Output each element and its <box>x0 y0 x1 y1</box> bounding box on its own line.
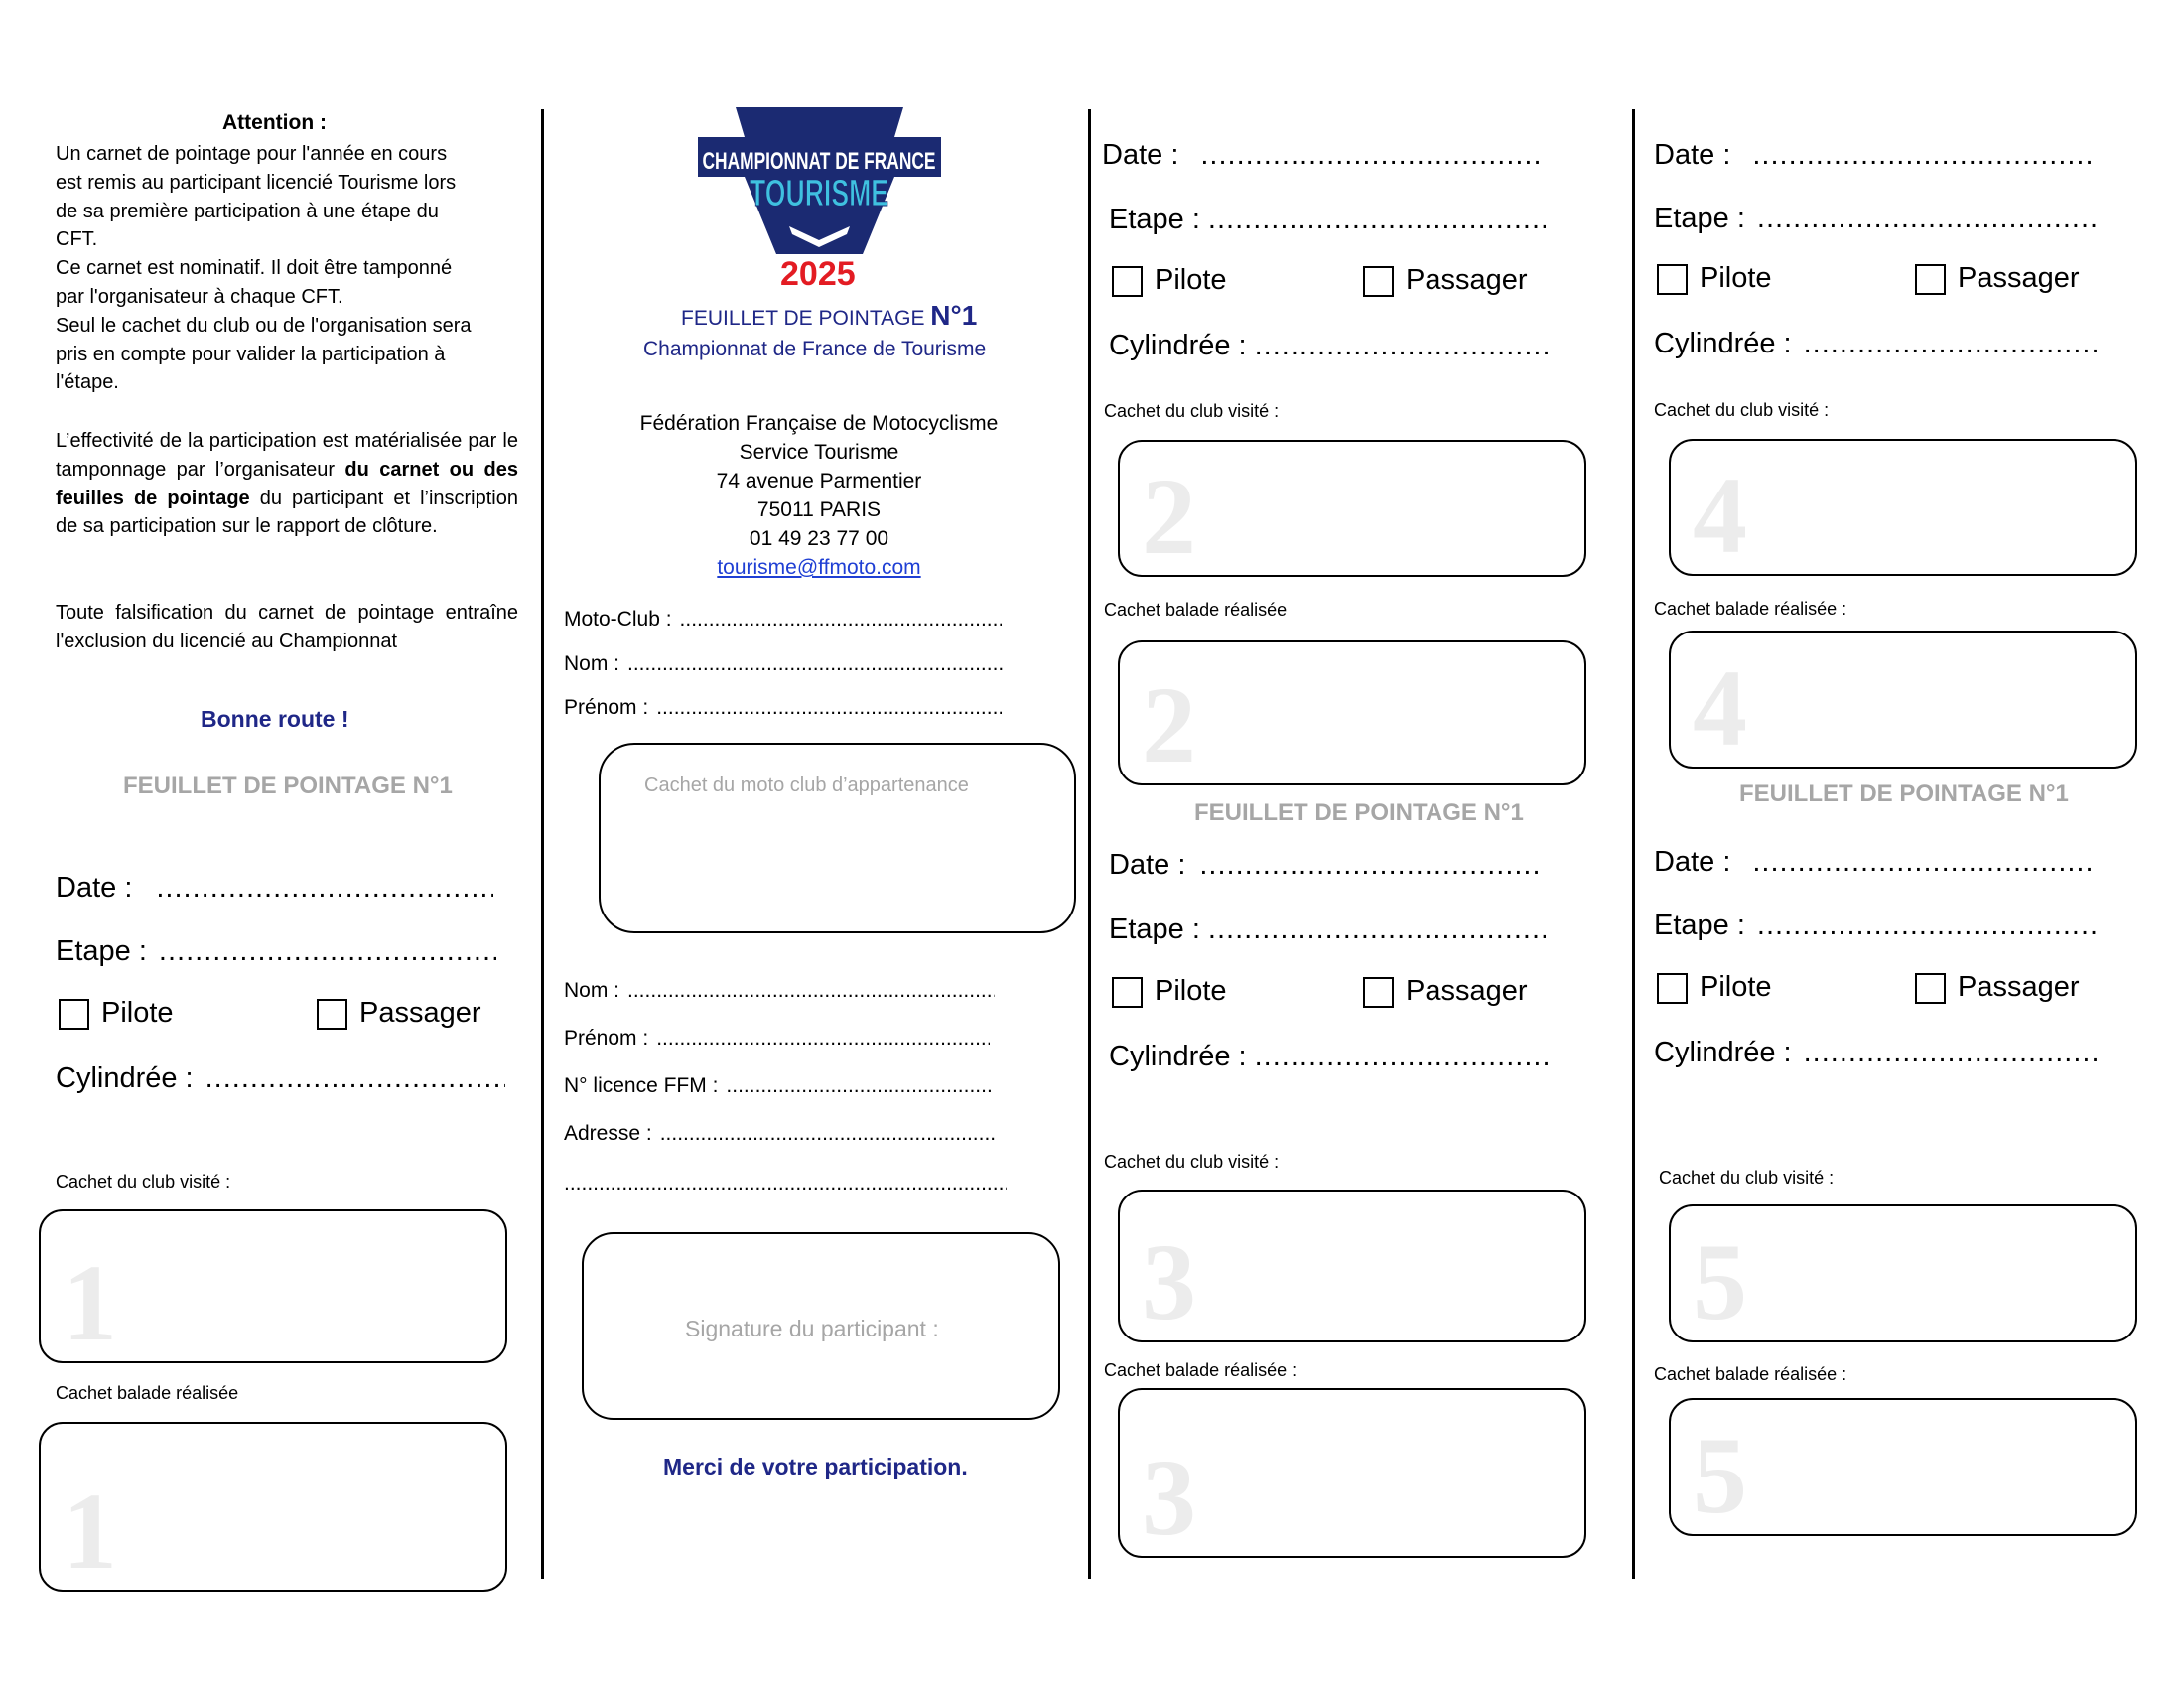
logo-shield-icon: CHAMPIONNAT DE FRANCE TOURISME <box>698 107 941 254</box>
etape-field-5[interactable]: Etape :.................................… <box>1654 910 2099 941</box>
passager-checkbox-4[interactable] <box>1915 264 1946 295</box>
sheet-title-4: FEUILLET DE POINTAGE N°1 <box>1739 780 2069 807</box>
adresse-continuation-line[interactable]: ........................................… <box>564 1172 1007 1195</box>
falsification-text: Toute falsification du carnet de pointag… <box>56 602 518 652</box>
stamp-box-balade-3[interactable]: 3 <box>1118 1388 1586 1558</box>
championnat-logo: CHAMPIONNAT DE FRANCE TOURISME <box>698 107 941 254</box>
passager-checkbox-2[interactable] <box>1363 266 1394 297</box>
bonne-route: Bonne route ! <box>201 706 349 732</box>
sheet-title-2: FEUILLET DE POINTAGE N°1 <box>1194 799 1524 826</box>
date-field-2[interactable]: Date :..................................… <box>1102 139 1543 171</box>
stamp-box-balade-1[interactable]: 1 <box>39 1422 507 1592</box>
pilote-label-2: Pilote <box>1155 264 1227 296</box>
signature-box[interactable]: Signature du participant : <box>582 1232 1060 1420</box>
prenom2-field[interactable]: Prénom :................................… <box>564 1027 990 1050</box>
pilote-label: Pilote <box>101 997 174 1029</box>
cachet-balade-label: Cachet balade réalisée <box>56 1383 239 1403</box>
stamp-box-balade-2[interactable]: 2 <box>1118 640 1586 785</box>
pilote-label-3: Pilote <box>1155 975 1227 1007</box>
moto-club-field[interactable]: Moto-Club :.............................… <box>564 608 1002 631</box>
date-field-3[interactable]: Date :..................................… <box>1109 849 1542 881</box>
stamp-box-balade-5[interactable]: 5 <box>1669 1398 2137 1536</box>
column-divider-2 <box>1088 109 1091 1579</box>
sheet-title: FEUILLET DE POINTAGE N°1 <box>123 773 453 799</box>
feuillet-title: FEUILLET DE POINTAGE N°1 <box>681 300 978 331</box>
stamp-box-club-4[interactable]: 4 <box>1669 439 2137 576</box>
stamp-box-club-5[interactable]: 5 <box>1669 1204 2137 1342</box>
passager-label-5: Passager <box>1958 971 2080 1003</box>
etape-field-2[interactable]: Etape :.................................… <box>1109 204 1546 235</box>
licence-field[interactable]: N° licence FFM :........................… <box>564 1074 994 1097</box>
prenom-field[interactable]: Prénom :................................… <box>564 696 1003 719</box>
cachet-club-label-5: Cachet du club visité : <box>1659 1168 1835 1188</box>
pilote-checkbox[interactable] <box>59 999 89 1030</box>
cylindree-field[interactable]: Cylindrée :.............................… <box>56 1062 505 1094</box>
cylindree-field-4[interactable]: Cylindrée :.............................… <box>1654 328 2102 359</box>
merci-text: Merci de votre participation. <box>663 1454 968 1479</box>
effectivite-text: L’effectivité de la participation est ma… <box>56 430 518 538</box>
stamp-box-club-1[interactable]: 1 <box>39 1209 507 1363</box>
svg-text:TOURISME: TOURISME <box>750 173 888 214</box>
nom-field[interactable]: Nom :...................................… <box>564 652 1003 675</box>
cylindree-field-5[interactable]: Cylindrée :.............................… <box>1654 1037 2102 1068</box>
stamp-box-club-3[interactable]: 3 <box>1118 1190 1586 1342</box>
nom2-field[interactable]: Nom :...................................… <box>564 979 995 1002</box>
championnat-subtitle: Championnat de France de Tourisme <box>643 338 987 360</box>
cachet-club-label-4: Cachet du club visité : <box>1654 400 1830 420</box>
attention-title: Attention : <box>222 111 327 134</box>
pilote-label-4: Pilote <box>1700 262 1772 294</box>
cachet-balade-label-2: Cachet balade réalisée <box>1104 600 1288 620</box>
passager-label: Passager <box>359 997 481 1029</box>
date-field-5[interactable]: Date :..................................… <box>1654 846 2095 878</box>
ffm-address: Fédération Française de Motocyclisme Ser… <box>639 412 999 579</box>
pilote-checkbox-3[interactable] <box>1112 977 1143 1008</box>
cachet-balade-label-3: Cachet balade réalisée : <box>1104 1360 1297 1380</box>
date-field-4[interactable]: Date :..................................… <box>1654 139 2095 171</box>
column-divider-1 <box>541 109 544 1579</box>
cylindree-field-3[interactable]: Cylindrée :.............................… <box>1109 1041 1548 1072</box>
signature-label: Signature du participant : <box>685 1316 939 1341</box>
cachet-balade-label-4: Cachet balade réalisée : <box>1654 599 1847 619</box>
column-divider-3 <box>1632 109 1635 1579</box>
passager-label-2: Passager <box>1406 264 1528 296</box>
attention-text: Un carnet de pointage pour l'année en co… <box>56 143 472 394</box>
cachet-club-label-2: Cachet du club visité : <box>1104 401 1280 421</box>
cachet-balade-label-5: Cachet balade réalisée : <box>1654 1364 1847 1384</box>
stamp-box-club-2[interactable]: 2 <box>1118 440 1586 577</box>
pilote-label-5: Pilote <box>1700 971 1772 1003</box>
cachet-club-label: Cachet du club visité : <box>56 1172 231 1192</box>
passager-label-4: Passager <box>1958 262 2080 294</box>
year: 2025 <box>780 255 856 293</box>
cylindree-field-2[interactable]: Cylindrée :.............................… <box>1109 330 1548 361</box>
etape-field-4[interactable]: Etape :.................................… <box>1654 203 2099 234</box>
moto-club-stamp-box[interactable]: Cachet du moto club d’appartenance <box>599 743 1076 933</box>
passager-checkbox-5[interactable] <box>1915 973 1946 1004</box>
etape-field-3[interactable]: Etape :.................................… <box>1109 914 1546 945</box>
passager-label-3: Passager <box>1406 975 1528 1007</box>
adresse-field[interactable]: Adresse :...............................… <box>564 1122 998 1145</box>
passager-checkbox[interactable] <box>317 999 347 1030</box>
svg-text:CHAMPIONNAT DE FRANCE: CHAMPIONNAT DE FRANCE <box>703 148 936 175</box>
passager-checkbox-3[interactable] <box>1363 977 1394 1008</box>
date-field[interactable]: Date :..................................… <box>56 872 493 904</box>
cachet-club-label-3: Cachet du club visité : <box>1104 1152 1280 1172</box>
etape-field[interactable]: Etape :.................................… <box>56 935 496 967</box>
pilote-checkbox-2[interactable] <box>1112 266 1143 297</box>
pilote-checkbox-5[interactable] <box>1657 973 1688 1004</box>
pilote-checkbox-4[interactable] <box>1657 264 1688 295</box>
email-link[interactable]: tourisme@ffmoto.com <box>717 556 921 579</box>
stamp-box-balade-4[interactable]: 4 <box>1669 631 2137 769</box>
moto-club-stamp-label: Cachet du moto club d’appartenance <box>644 774 969 796</box>
